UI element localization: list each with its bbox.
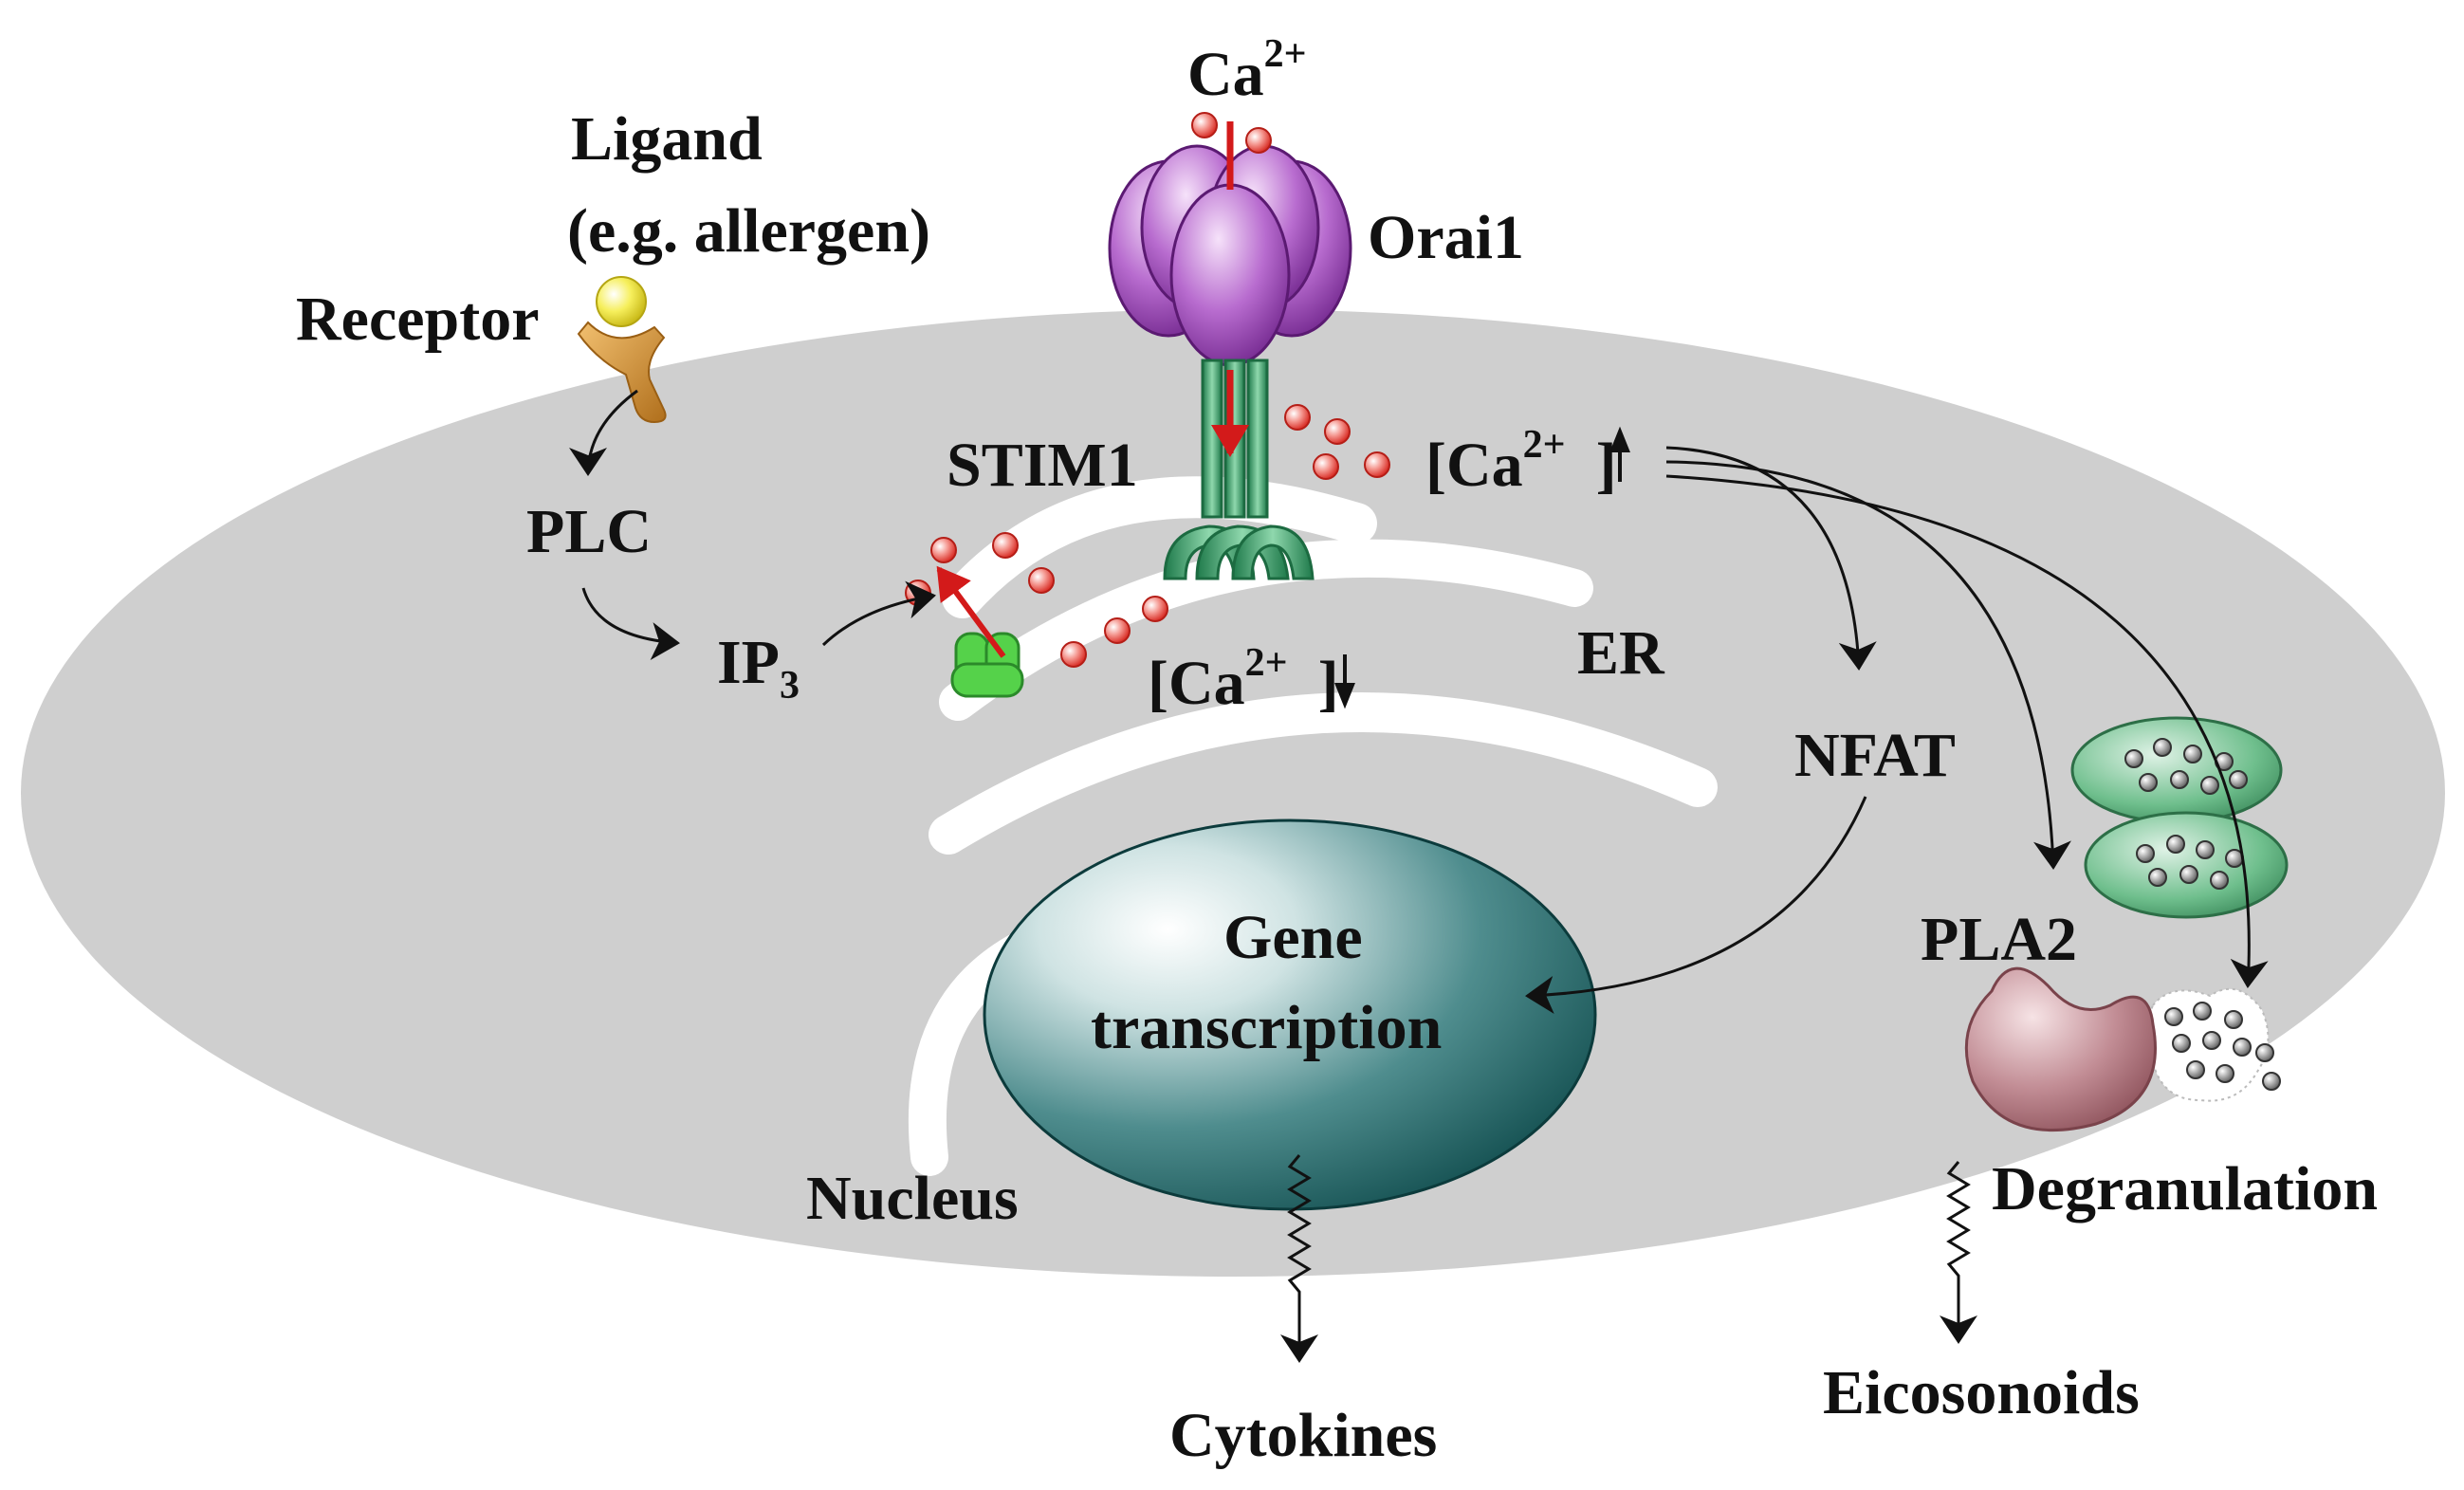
nucleus-label: Nucleus xyxy=(806,1164,1019,1233)
cell-body xyxy=(21,309,2445,1277)
ca-increase-arrow-icon xyxy=(1609,426,1630,482)
receptor-label: Receptor xyxy=(296,285,540,354)
orai1-channel-icon xyxy=(1108,144,1352,367)
ca-increase-label: [Ca2+] xyxy=(1425,423,1617,500)
pla2-label: PLA2 xyxy=(1921,905,2077,974)
secretory-vesicle-icon xyxy=(2084,811,2289,919)
ligand-label: Ligand xyxy=(571,104,763,174)
ca-decrease-label: [Ca2+] xyxy=(1148,641,1339,718)
degranulation-label: Degranulation xyxy=(1992,1154,2378,1223)
cytokines-label: Cytokines xyxy=(1169,1401,1437,1470)
gene-transcription-label: Gene xyxy=(1223,903,1363,972)
nfat-label: NFAT xyxy=(1794,721,1956,790)
ip3-label: IP3 xyxy=(717,628,800,708)
plc-label: PLC xyxy=(526,497,652,566)
calcium-ions xyxy=(905,112,1390,668)
er-label: ER xyxy=(1577,618,1665,688)
receptor-icon xyxy=(577,321,667,424)
nucleus xyxy=(983,819,1597,1211)
stim1-label: STIM1 xyxy=(947,431,1138,500)
secretory-vesicle-icon xyxy=(2070,716,2283,824)
ligand-example-label: (e.g. allergen) xyxy=(567,196,930,266)
signaling-arrows xyxy=(569,389,2269,1363)
eicosonoids-label: Eicosonoids xyxy=(1823,1358,2140,1427)
ca-top-label: Ca2+ xyxy=(1187,32,1307,109)
ca-decrease-arrow-icon xyxy=(1334,654,1355,709)
pla2-enzyme-icon xyxy=(1964,966,2157,1131)
released-granules-icon xyxy=(2144,987,2281,1102)
ca-release-arrow xyxy=(936,565,1006,658)
ligand-icon xyxy=(596,276,647,327)
orai1-label: Orai1 xyxy=(1368,203,1524,272)
ip3-receptor-channel-icon xyxy=(950,632,1024,698)
gene-transcription-label-line2: transcription xyxy=(1091,993,1442,1062)
